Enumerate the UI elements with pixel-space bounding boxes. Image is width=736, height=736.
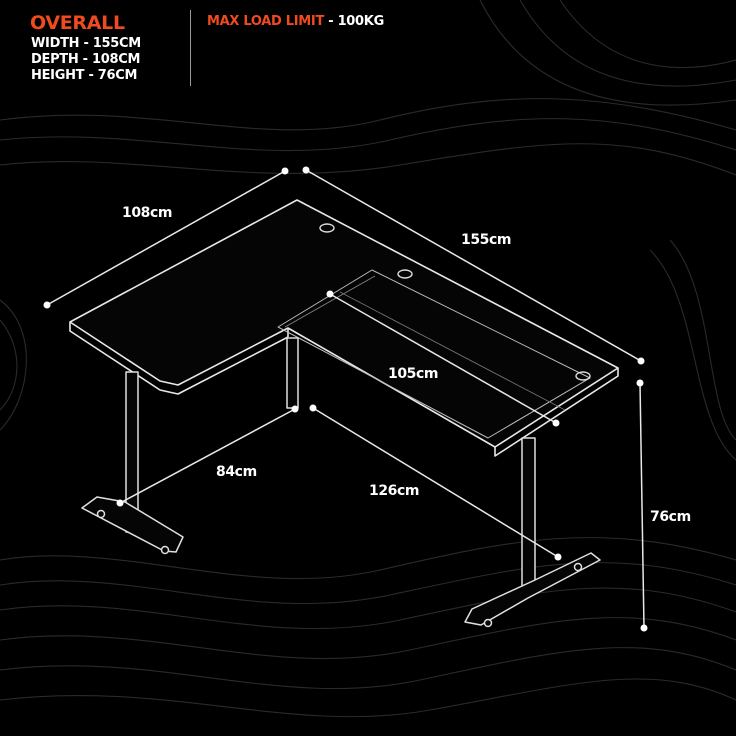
spec-height: HEIGHT - 76CM — [31, 68, 138, 83]
dim-width-top: 155cm — [461, 232, 512, 248]
max-load-label: MAX LOAD LIMIT — [207, 14, 325, 29]
dim-depth-top: 108cm — [122, 205, 173, 221]
header-divider — [190, 10, 191, 86]
max-load-limit: MAX LOAD LIMIT - 100KG — [207, 14, 384, 29]
cable-grommets — [319, 223, 591, 381]
dim-return-length: 105cm — [388, 366, 439, 382]
desk-legs — [81, 337, 601, 628]
max-load-value: - 100KG — [324, 14, 384, 29]
spec-width: WIDTH - 155CM — [31, 36, 141, 51]
desk-top — [69, 199, 619, 457]
dim-leg-span-main: 126cm — [369, 483, 420, 499]
overall-title: OVERALL — [30, 12, 125, 34]
dim-leg-span-side: 84cm — [216, 464, 257, 480]
spec-depth: DEPTH - 108CM — [31, 52, 141, 67]
background-contours — [0, 0, 736, 718]
dimension-lines — [43, 166, 648, 632]
dim-height: 76cm — [650, 509, 691, 525]
